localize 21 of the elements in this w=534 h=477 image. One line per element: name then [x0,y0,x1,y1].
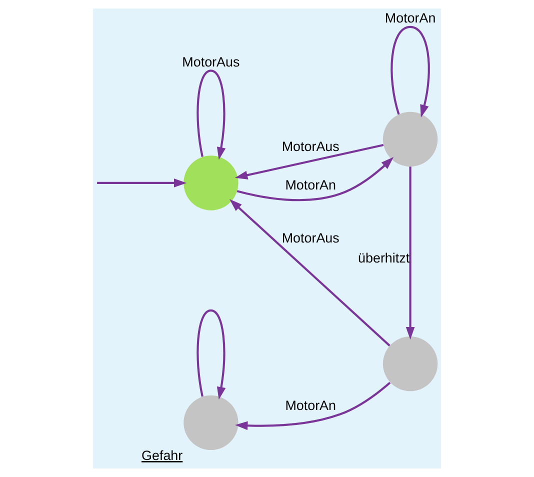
arrow [196,70,226,160]
edge-label: MotorAus [282,138,340,154]
node-circle [382,336,438,392]
node-circle [184,156,238,210]
arrow [406,166,415,340]
edge-label: MotorAus [282,230,340,246]
arrow [229,199,390,346]
arrow [390,26,430,118]
arrow [97,178,187,188]
edge-label: überhitzt [358,250,410,266]
node-label: Gefahr [142,448,183,463]
node-circle [184,395,238,450]
edge-label: MotorAn [384,10,436,26]
arrow [234,144,384,180]
arrow [196,309,226,400]
edge-label: MotorAn [285,398,336,413]
edge-label: MotorAn [285,178,336,193]
arrow [236,157,394,202]
edge-label: MotorAus [182,54,240,70]
arrow [235,382,391,430]
node-circle [382,112,438,167]
